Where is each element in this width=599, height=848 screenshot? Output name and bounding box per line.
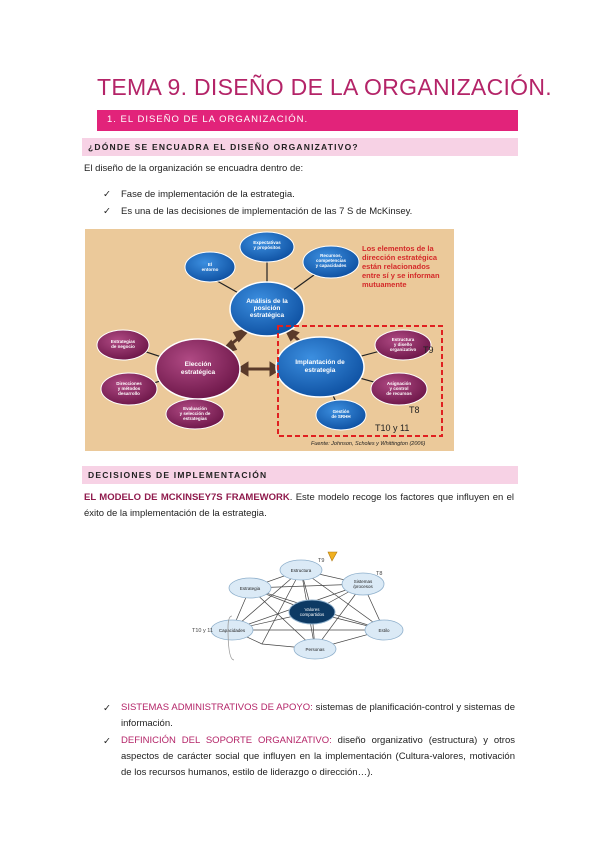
tag-t8: T8 bbox=[409, 405, 420, 415]
bullet-text: SISTEMAS ADMINISTRATIVOS DE APOYO: siste… bbox=[121, 700, 515, 732]
mckinsey-7s-diagram: Estructura Estrategia Sistemas/procesos … bbox=[190, 548, 412, 670]
checkmark-icon: ✓ bbox=[103, 703, 111, 714]
bullet-text: Es una de las decisiones de implementaci… bbox=[121, 206, 413, 217]
mck-node-estilo: Estilo bbox=[378, 628, 390, 633]
mckinsey-text: . Este modelo recoge los factores que in… bbox=[84, 492, 515, 519]
mckinsey-paragraph: EL MODELO DE MCKINSEY7S FRAMEWORK. Este … bbox=[84, 490, 514, 522]
arrow-icon bbox=[327, 551, 338, 562]
diagram-source: Fuente: Johnson, Scholes y Whittington (… bbox=[311, 441, 426, 447]
mck-node-personas: Personas bbox=[305, 647, 325, 652]
tag-t9: T9 bbox=[423, 345, 434, 355]
section-heading-2: ¿DÓNDE SE ENCUADRA EL DISEÑO ORGANIZATIV… bbox=[82, 138, 518, 156]
section-heading-3: DECISIONES DE IMPLEMENTACIÓN bbox=[82, 466, 518, 484]
mck-tag-t8: T8 bbox=[376, 571, 382, 577]
tag-t1011: T10 y 11 bbox=[375, 423, 409, 433]
page-title: TEMA 9. DISEÑO DE LA ORGANIZACIÓN. bbox=[97, 74, 552, 100]
section-heading-1-label: 1. EL DISEÑO DE LA ORGANIZACIÓN. bbox=[107, 114, 309, 125]
bullet-body: diseño organizativo (estructura) y otros… bbox=[121, 735, 515, 778]
mckinsey-title: EL MODELO DE MCKINSEY7S FRAMEWORK bbox=[84, 492, 290, 503]
mck-node-estrategia: Estrategia bbox=[240, 586, 261, 591]
intro-paragraph: El diseño de la organización se encuadra… bbox=[84, 163, 304, 174]
mck-tag-t9: T9 bbox=[318, 558, 324, 564]
diagram-note: Los elementos de la dirección estratégic… bbox=[362, 244, 442, 289]
section-heading-1: 1. EL DISEÑO DE LA ORGANIZACIÓN. bbox=[97, 110, 518, 131]
checkmark-icon: ✓ bbox=[103, 189, 111, 200]
bullet-head: SISTEMAS ADMINISTRATIVOS DE APOYO: bbox=[121, 702, 313, 713]
bullet-text: Fase de implementación de la estrategia. bbox=[121, 189, 295, 200]
section-heading-3-label: DECISIONES DE IMPLEMENTACIÓN bbox=[88, 470, 268, 480]
mck-tag-t1011: T10 y 11 bbox=[192, 628, 213, 634]
checkmark-icon: ✓ bbox=[103, 736, 111, 747]
mck-node-estructura: Estructura bbox=[291, 568, 312, 573]
section-heading-2-label: ¿DÓNDE SE ENCUADRA EL DISEÑO ORGANIZATIV… bbox=[88, 142, 359, 152]
mck-node-sistemas: Sistemas/procesos bbox=[353, 579, 373, 589]
checkmark-icon: ✓ bbox=[103, 206, 111, 217]
mck-node-capacidades: Capacidades bbox=[219, 628, 246, 633]
bullet-head: DEFINICIÓN DEL SOPORTE ORGANIZATIVO: bbox=[121, 735, 332, 746]
bullet-body: sistemas de planificación-control y sist… bbox=[121, 702, 515, 729]
bullet-text: DEFINICIÓN DEL SOPORTE ORGANIZATIVO: dis… bbox=[121, 733, 515, 781]
